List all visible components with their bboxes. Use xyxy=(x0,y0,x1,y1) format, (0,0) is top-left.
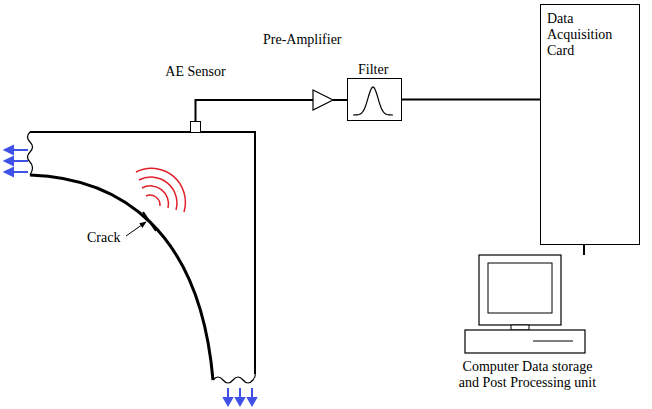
filter-curve xyxy=(348,79,401,120)
node-label: Computer Data storage and Post Processin… xyxy=(455,359,600,391)
node-label: Data Acquisition Card xyxy=(547,11,627,59)
node-label: Filter xyxy=(358,62,388,78)
signal-wire xyxy=(402,99,540,101)
break-line xyxy=(213,374,255,383)
signal-wire xyxy=(333,99,347,101)
signal-wire xyxy=(196,100,314,121)
load-arrows xyxy=(5,146,256,405)
node-label: AE Sensor xyxy=(165,64,225,80)
crack-mark xyxy=(143,212,156,231)
acoustic-waves xyxy=(136,168,185,212)
pre-amplifier: Pre-Amplifier xyxy=(313,90,333,110)
daq-card-box: Data Acquisition Card xyxy=(540,4,640,245)
computer-unit: Computer Data storage and Post Processin… xyxy=(463,255,588,355)
leader-line xyxy=(126,222,146,236)
amplifier-symbol xyxy=(313,90,333,110)
ae-sensor: AE Sensor xyxy=(190,121,201,133)
crack-label: Crack xyxy=(86,230,121,246)
signal-wire xyxy=(583,245,585,255)
computer-symbol xyxy=(463,255,588,355)
filter-box: Filter xyxy=(347,78,402,121)
component-edge xyxy=(30,132,255,374)
break-line xyxy=(28,132,33,175)
node-label: Pre-Amplifier xyxy=(263,32,342,48)
